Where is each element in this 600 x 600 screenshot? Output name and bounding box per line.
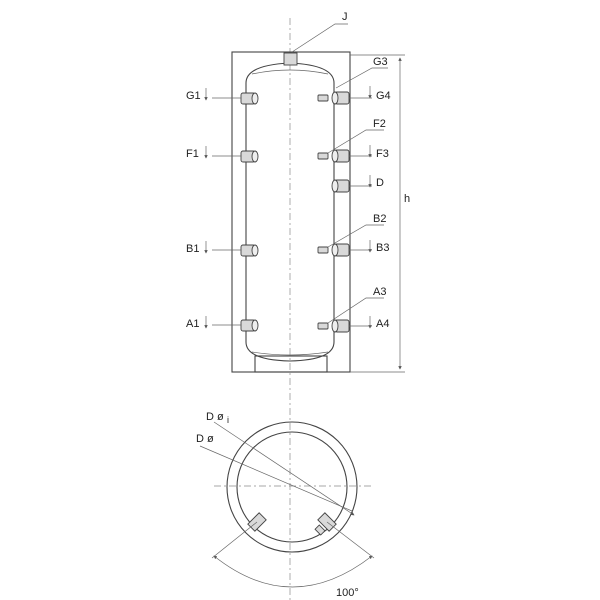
tank-stand [254,355,328,373]
label-outer-diameter: D ø [196,433,214,445]
label-b3: B3 [376,242,389,254]
label-a3: A3 [373,286,386,298]
left-connection-f1 [240,150,259,163]
left-connection-a1 [240,319,259,332]
tank-plan-view: D ø i D ø 100° [196,411,375,599]
right-connection-f3 [317,149,350,163]
right-connection-b3 [317,243,350,257]
label-g4: G4 [376,90,391,102]
label-inner-diameter: D ø [206,411,224,423]
left-connection-g1 [240,92,259,105]
label-h: h [404,193,410,205]
label-g1: G1 [186,90,201,102]
inner-diameter-leader [213,421,355,516]
height-dimension [350,54,405,373]
right-connection-a4 [317,319,350,333]
label-inner-diameter-sub: i [227,415,229,425]
label-f3: F3 [376,148,389,160]
label-angle: 100° [336,587,359,599]
left-connection-b1 [240,244,259,257]
label-a4: A4 [376,318,389,330]
label-d: D [376,177,384,189]
angle-arc [213,555,373,588]
label-b1: B1 [186,243,199,255]
tank-front-view: J G3 G1 G4 F2 F1 F3 D h B2 B1 B3 A3 A1 A… [186,11,410,600]
label-b2: B2 [373,213,386,225]
leader-lines [212,23,388,327]
label-j: J [342,11,348,23]
top-connection-j [283,52,298,66]
angle-ray-left [211,521,258,559]
right-connection-g4 [317,91,350,105]
vessel-bottom-rim [251,351,329,356]
label-g3: G3 [373,56,388,68]
inner-circle [236,431,348,543]
vessel-top-rim [251,69,329,75]
outer-diameter-leader [199,445,353,512]
label-a1: A1 [186,318,199,330]
label-f1: F1 [186,148,199,160]
plan-nozzle-right [314,512,337,536]
inner-vessel [245,62,335,362]
label-f2: F2 [373,118,386,130]
outer-circle [226,421,358,553]
right-connection-d [331,179,350,193]
flow-arrows [204,86,372,329]
angle-ray-right [326,521,375,559]
